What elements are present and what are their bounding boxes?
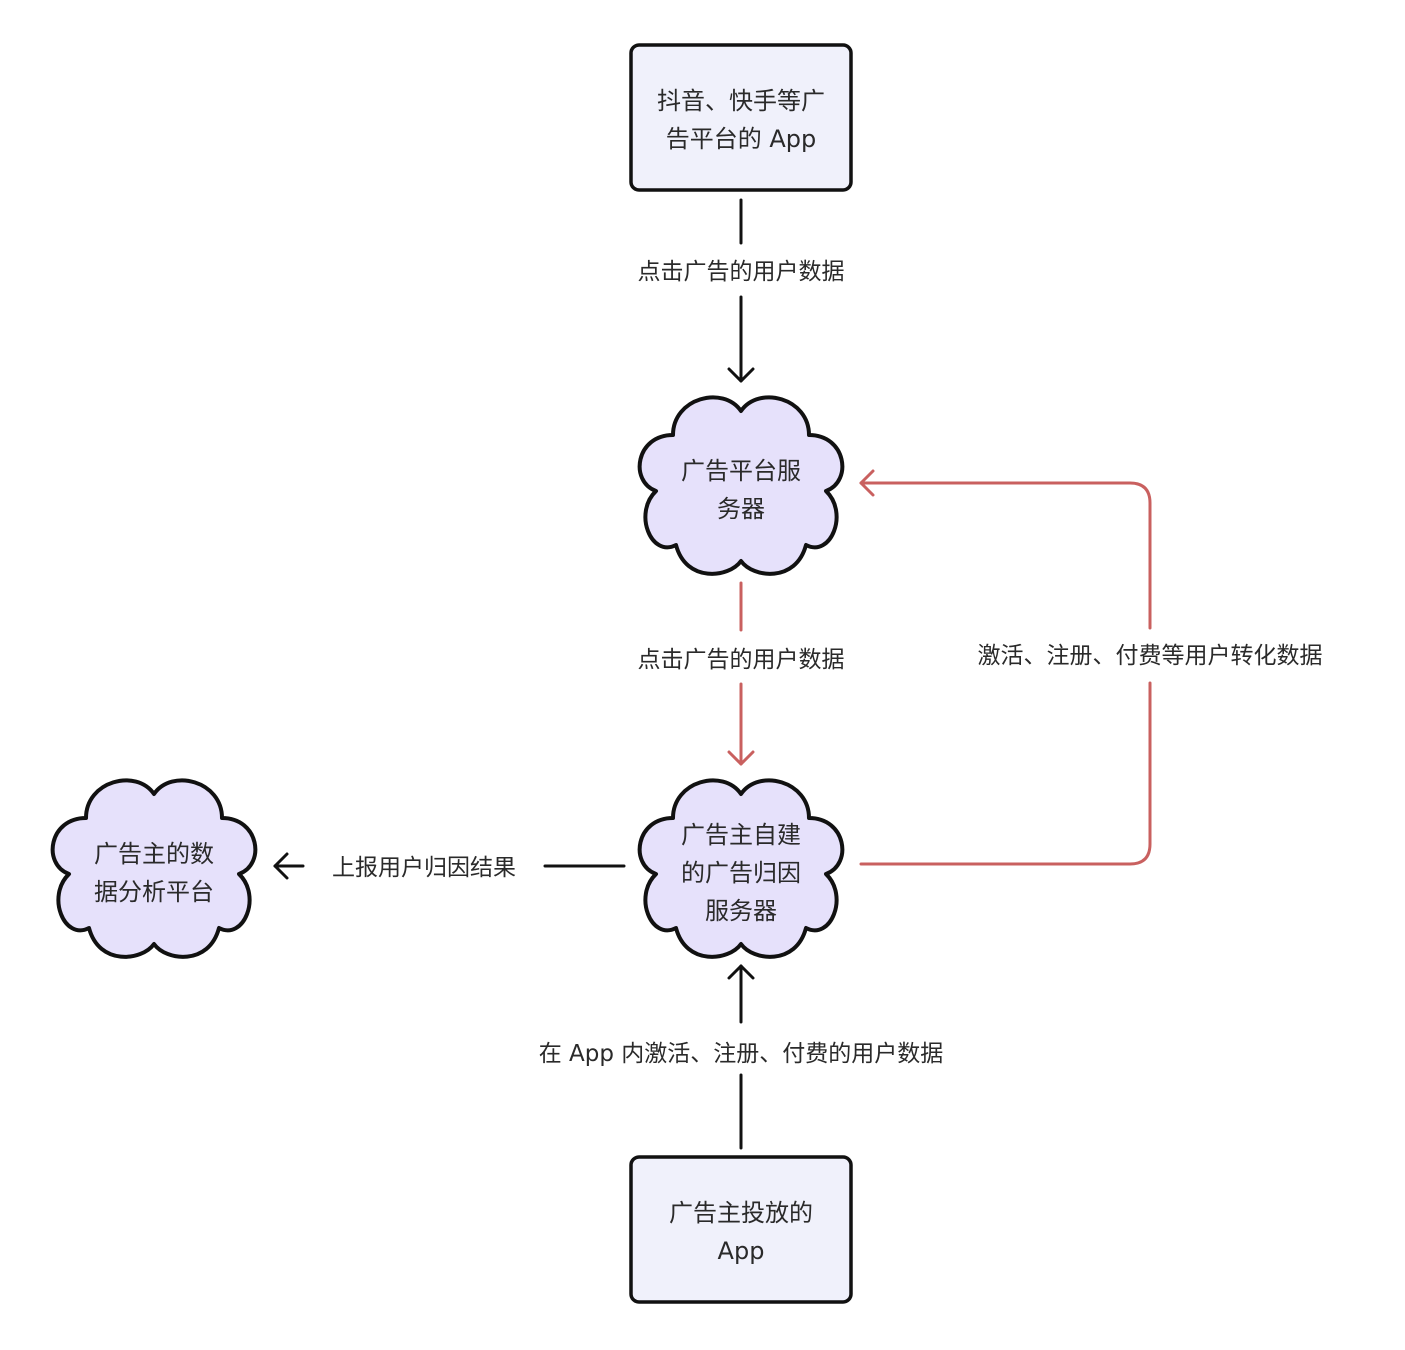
node-platform-server: 广告平台服 务器 [637,395,845,576]
node-platform-app-line-2: 告平台的 App [666,125,817,153]
edge-label-in-app-data: 在 App 内激活、注册、付费的用户数据 [539,1041,944,1067]
node-platform-app-line-1: 抖音、快手等广 [657,87,825,115]
edge-label-click-data-mid: 点击广告的用户数据 [638,647,845,673]
node-attribution-server-line-2: 的广告归因 [681,859,801,887]
node-analytics-platform-line-1: 广告主的数 [94,840,214,868]
node-platform-server-line-2: 务器 [717,495,765,523]
edge-click-data-mid: 点击广告的用户数据 [638,581,845,766]
edge-conversion-data: 激活、注册、付费等用户转化数据 [859,469,1323,866]
node-attribution-server-line-3: 服务器 [705,897,777,925]
edge-in-app-data: 在 App 内激活、注册、付费的用户数据 [539,964,944,1150]
node-platform-server-line-1: 广告平台服 [681,457,801,485]
node-attribution-server-line-1: 广告主自建 [681,821,801,849]
node-analytics-platform: 广告主的数 据分析平台 [50,778,258,959]
node-platform-app: 抖音、快手等广 告平台的 App [629,43,853,192]
node-attribution-server: 广告主自建 的广告归因 服务器 [637,778,845,959]
edge-report-result: 上报用户归因结果 [273,852,626,881]
edge-label-conversion-data: 激活、注册、付费等用户转化数据 [978,643,1323,669]
edge-label-click-data-top: 点击广告的用户数据 [638,259,845,285]
node-analytics-platform-line-2: 据分析平台 [94,878,214,906]
edge-label-report-result: 上报用户归因结果 [332,855,516,881]
node-advertiser-app-line-2: App [718,1237,765,1265]
edge-click-data-top: 点击广告的用户数据 [638,198,845,383]
node-advertiser-app: 广告主投放的 App [629,1155,853,1304]
node-advertiser-app-line-1: 广告主投放的 [669,1199,813,1227]
